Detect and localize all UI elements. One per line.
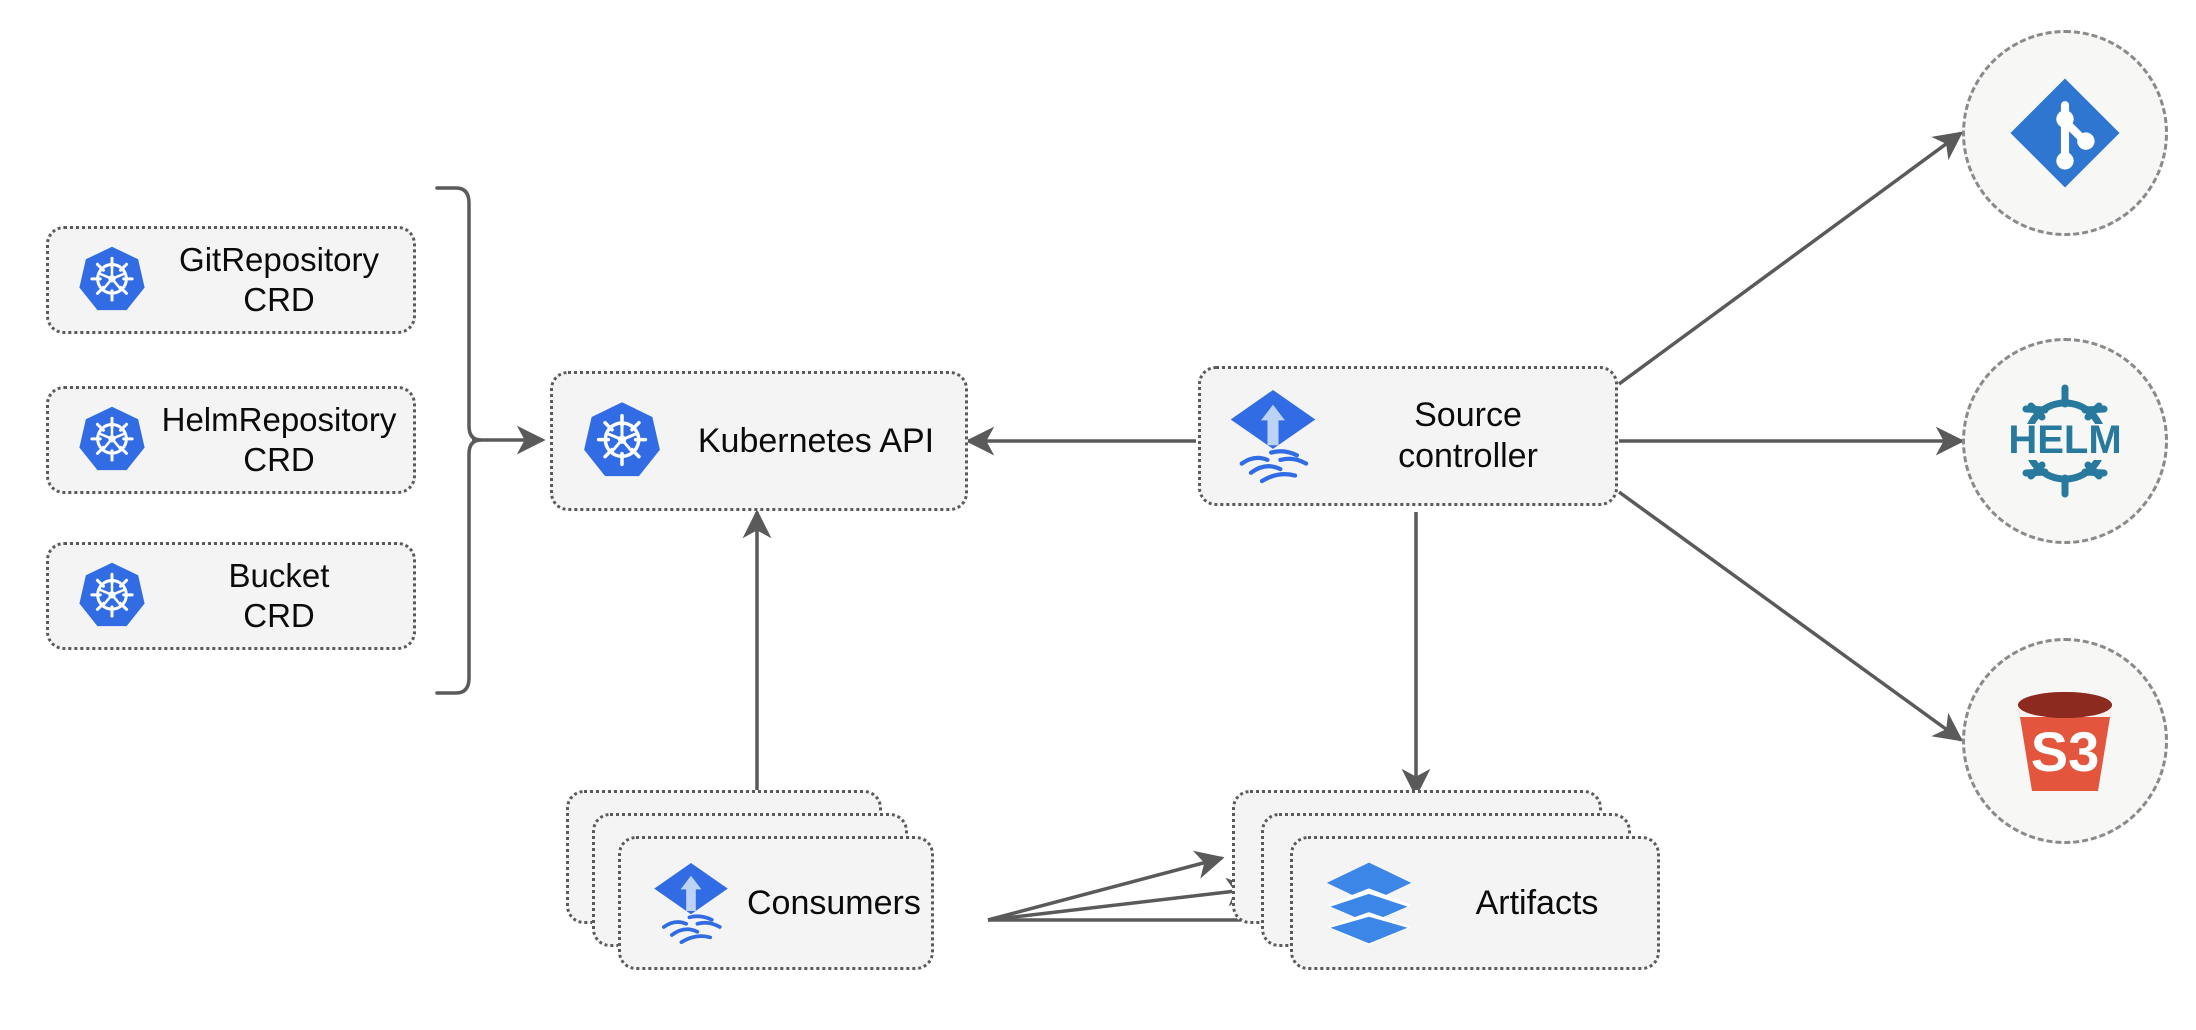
consumers-card-front[interactable]: Consumers [618,836,934,970]
edge-source-controller-to-git [1617,131,1964,386]
flux-icon [1227,388,1319,484]
flux-icon [651,861,731,945]
node-label: Kubernetes API [697,421,935,460]
external-node-git[interactable] [1962,30,2168,236]
crd-box-gitrepository[interactable]: GitRepository CRD [46,226,416,334]
node-artifacts-stack[interactable]: Artifacts [1232,790,1660,980]
node-label: Consumers [747,883,921,922]
crd-label: HelmRepository CRD [161,401,397,478]
helm-icon: HELM [1990,376,2140,506]
external-node-helm[interactable]: HELM [1962,338,2168,544]
node-label: Artifacts [1475,883,1599,922]
s3-label: S3 [2031,720,2100,783]
node-source-controller[interactable]: Source controller [1198,366,1618,506]
kubernetes-icon [75,559,149,633]
kubernetes-icon [75,403,149,477]
node-label: Source controller [1398,396,1538,475]
node-consumers-stack[interactable]: Consumers [566,790,946,980]
edge-source-controller-to-s3 [1617,490,1964,742]
edge-consumers-to-artifacts-1 [987,850,1225,922]
artifacts-card-front[interactable]: Artifacts [1290,836,1660,970]
external-node-s3[interactable]: S3 [1962,638,2168,844]
s3-bucket-icon: S3 [2002,681,2128,801]
crd-label: Bucket CRD [228,557,330,634]
layers-icon [1323,859,1415,947]
helm-label: HELM [2008,418,2121,462]
crd-box-helmrepository[interactable]: HelmRepository CRD [46,386,416,494]
kubernetes-icon [75,243,149,317]
git-icon [2007,75,2123,191]
crd-label: GitRepository CRD [179,241,379,318]
node-kubernetes-api[interactable]: Kubernetes API [550,371,968,511]
edge-consumers-to-artifacts-2 [987,877,1256,922]
crd-box-bucket[interactable]: Bucket CRD [46,542,416,650]
kubernetes-icon [579,398,665,484]
crd-group-bracket [435,186,482,695]
